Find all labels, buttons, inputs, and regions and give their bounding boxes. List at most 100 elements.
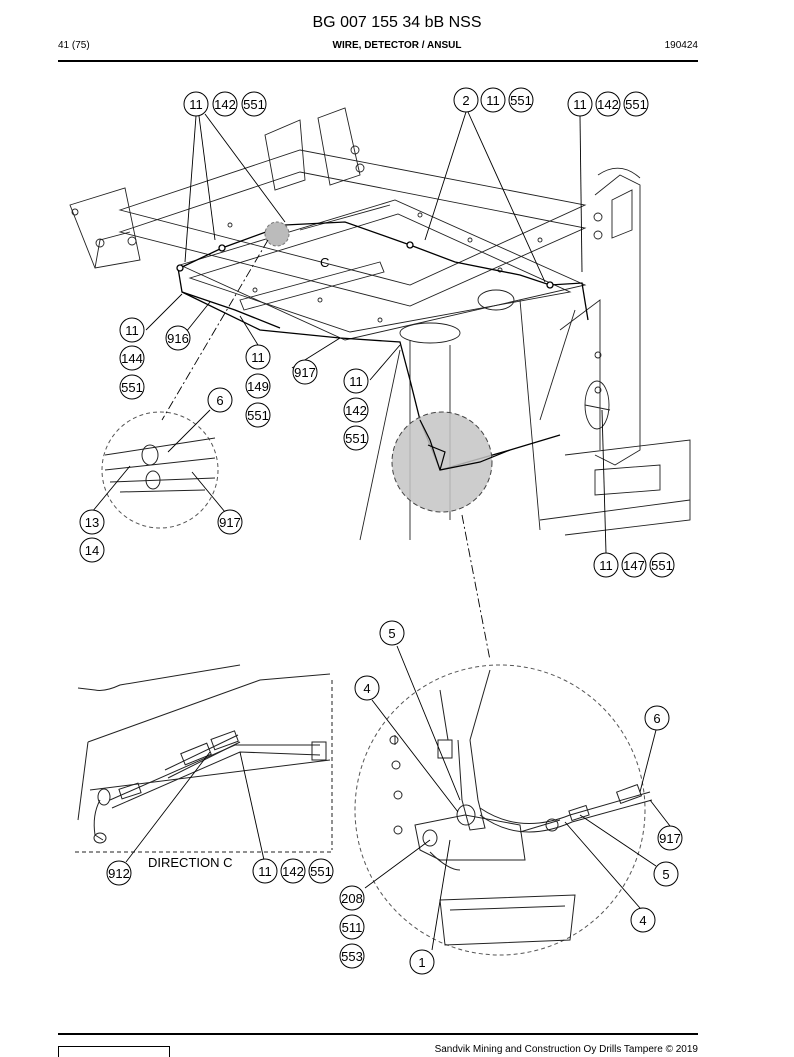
callout-balloon: 1 (409, 949, 435, 975)
callout-balloon: 551 (508, 87, 534, 113)
svg-text:142: 142 (282, 864, 304, 879)
svg-text:1: 1 (418, 955, 425, 970)
callout-balloons: 11 142 551 2 11 551 11 142 551 11 144 55… (79, 87, 683, 975)
direction-c-label: DIRECTION C (148, 855, 233, 870)
svg-text:11: 11 (125, 323, 139, 338)
callout-balloon: 551 (241, 91, 267, 117)
detail-circle-large (354, 664, 646, 956)
svg-text:11: 11 (573, 97, 587, 112)
callout-balloon: 11 (245, 344, 271, 370)
callout-balloon: 916 (165, 325, 191, 351)
callout-balloon: 551 (623, 91, 649, 117)
page-counter: 41 (75) (58, 40, 90, 51)
detail-large-drawing (389, 669, 653, 946)
svg-text:917: 917 (294, 365, 316, 380)
svg-text:551: 551 (121, 380, 143, 395)
callout-balloon: 551 (308, 858, 334, 884)
svg-text:4: 4 (639, 913, 646, 928)
svg-text:551: 551 (651, 558, 673, 573)
callout-balloon: 142 (280, 858, 306, 884)
svg-text:917: 917 (659, 831, 681, 846)
svg-text:4: 4 (363, 681, 370, 696)
direction-c-view (75, 664, 333, 853)
section-title: WIRE, DETECTOR / ANSUL (332, 40, 462, 51)
callout-balloon: 551 (119, 374, 145, 400)
svg-text:149: 149 (247, 379, 269, 394)
svg-text:11: 11 (258, 864, 272, 879)
machine-frame-drawing (69, 107, 691, 541)
callout-balloon: 4 (354, 675, 380, 701)
document-number: BG 007 155 34 bB NSS (312, 14, 482, 31)
callout-balloon: 11 (252, 858, 278, 884)
svg-text:551: 551 (345, 431, 367, 446)
callout-balloon: 4 (630, 907, 656, 933)
callout-balloon: 551 (245, 402, 271, 428)
svg-text:11: 11 (486, 93, 500, 108)
footer-copyright: Sandvik Mining and Construction Oy Drill… (434, 1044, 698, 1055)
svg-text:912: 912 (108, 866, 130, 881)
callout-balloon: 551 (649, 552, 675, 578)
callout-balloon: 149 (245, 373, 271, 399)
callout-balloon: 11 (567, 91, 593, 117)
callout-balloon: 553 (339, 943, 365, 969)
svg-text:11: 11 (251, 350, 265, 365)
svg-text:917: 917 (219, 515, 241, 530)
svg-text:5: 5 (662, 867, 669, 882)
callout-balloon: 917 (217, 509, 243, 535)
callout-balloon: 2 (453, 87, 479, 113)
callout-balloon: 14 (79, 537, 105, 563)
detail-circle-left (101, 411, 219, 529)
detail-highlight-small (264, 221, 290, 247)
callout-balloon: 11 (343, 368, 369, 394)
callout-balloon: 208 (339, 885, 365, 911)
svg-text:6: 6 (653, 711, 660, 726)
detail-c-letter: C (320, 255, 329, 270)
callout-balloon: 11 (183, 91, 209, 117)
company-logo (58, 1046, 170, 1057)
callout-balloon: 6 (644, 705, 670, 731)
callout-balloon: 917 (292, 359, 318, 385)
svg-text:551: 551 (247, 408, 269, 423)
callout-balloon: 917 (657, 825, 683, 851)
callout-balloon: 511 (339, 914, 365, 940)
svg-text:551: 551 (625, 97, 647, 112)
callout-balloon: 11 (480, 87, 506, 113)
svg-text:142: 142 (345, 403, 367, 418)
header-rule (58, 60, 698, 62)
callout-balloon: 11 (593, 552, 619, 578)
svg-text:13: 13 (85, 515, 99, 530)
callout-balloon: 5 (379, 620, 405, 646)
callout-balloon: 5 (653, 861, 679, 887)
svg-text:11: 11 (189, 97, 203, 112)
svg-text:551: 551 (510, 93, 532, 108)
svg-text:144: 144 (121, 351, 143, 366)
svg-text:14: 14 (85, 543, 99, 558)
date-code: 190424 (664, 40, 698, 51)
callout-balloon: 912 (106, 860, 132, 886)
svg-text:553: 553 (341, 949, 363, 964)
svg-text:2: 2 (462, 93, 469, 108)
callout-balloon: 142 (595, 91, 621, 117)
svg-text:11: 11 (349, 374, 363, 389)
callout-balloon: 142 (212, 91, 238, 117)
callout-balloon: 144 (119, 345, 145, 371)
callout-balloon: 551 (343, 425, 369, 451)
svg-text:916: 916 (167, 331, 189, 346)
svg-text:5: 5 (388, 626, 395, 641)
callout-balloon: 6 (207, 387, 233, 413)
svg-text:208: 208 (341, 891, 363, 906)
svg-text:142: 142 (214, 97, 236, 112)
callout-balloon: 13 (79, 509, 105, 535)
svg-text:11: 11 (599, 558, 613, 573)
svg-text:511: 511 (342, 920, 363, 935)
svg-text:551: 551 (310, 864, 332, 879)
callout-balloon: 147 (621, 552, 647, 578)
footer-rule (58, 1033, 698, 1035)
svg-text:551: 551 (243, 97, 265, 112)
svg-text:6: 6 (216, 393, 223, 408)
callout-balloon: 11 (119, 317, 145, 343)
callout-balloon: 142 (343, 397, 369, 423)
svg-text:147: 147 (623, 558, 645, 573)
svg-text:142: 142 (597, 97, 619, 112)
